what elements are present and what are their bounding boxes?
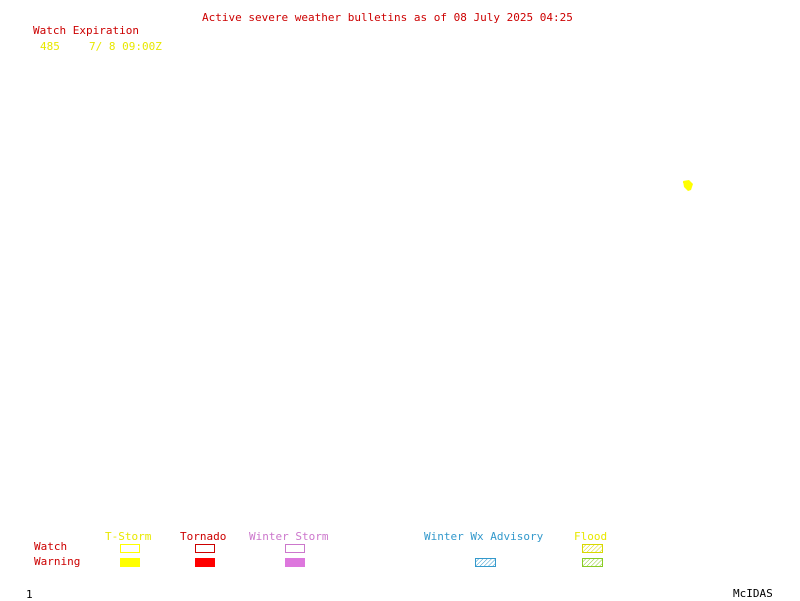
flood-warning-swatch bbox=[582, 558, 603, 567]
legend-watch-label: Watch bbox=[34, 540, 68, 553]
watch-expiration-time: 7/ 8 09:00Z bbox=[89, 40, 162, 53]
winter-storm-watch-swatch bbox=[285, 544, 305, 553]
map-area bbox=[0, 60, 800, 520]
watch-expiration-label: Watch Expiration bbox=[33, 24, 139, 37]
winter-wx-advisory-swatch bbox=[475, 558, 496, 567]
legend-warning-label: Warning bbox=[34, 555, 81, 568]
tornado-watch-swatch bbox=[195, 544, 215, 553]
map-canvas bbox=[683, 180, 693, 191]
frame-number: 1 bbox=[26, 588, 33, 601]
legend-winter-wx-advisory-label: Winter Wx Advisory bbox=[424, 530, 544, 543]
flood-watch-swatch bbox=[582, 544, 603, 553]
tstorm-warning-swatch bbox=[120, 558, 140, 567]
bulletin-title: Active severe weather bulletins as of 08… bbox=[202, 11, 573, 24]
watch-number: 485 bbox=[40, 40, 60, 53]
tstorm-warning-polygon bbox=[683, 180, 693, 191]
tstorm-watch-swatch bbox=[120, 544, 140, 553]
tornado-warning-swatch bbox=[195, 558, 215, 567]
legend-flood-label: Flood bbox=[574, 530, 608, 543]
source-label: McIDAS bbox=[733, 587, 773, 600]
legend-winter-storm-label: Winter Storm bbox=[249, 530, 329, 543]
legend-tornado-label: Tornado bbox=[180, 530, 227, 543]
winter-storm-warning-swatch bbox=[285, 558, 305, 567]
legend-tstorm-label: T-Storm bbox=[105, 530, 152, 543]
